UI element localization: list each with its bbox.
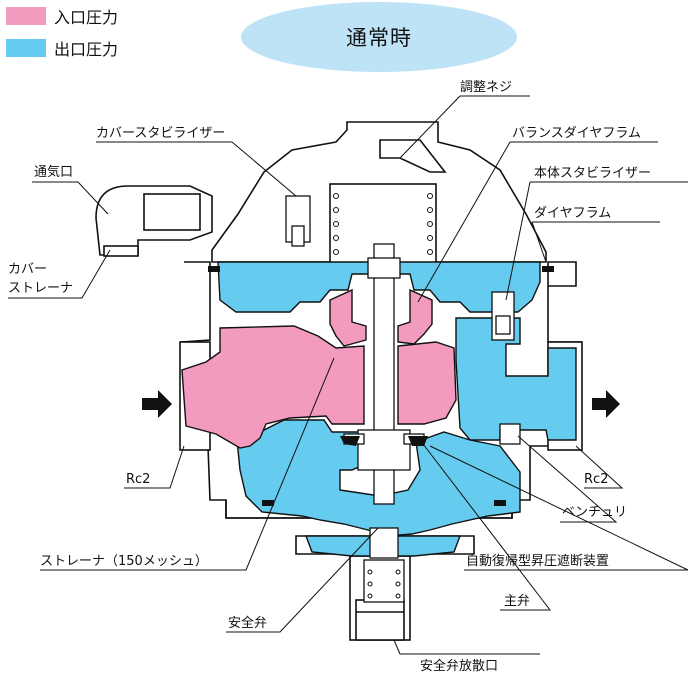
label-balance-diaphragm: バランスダイヤフラム <box>512 126 641 141</box>
label-auto-reset-cutoff: 自動復帰型昇圧遮断装置 <box>466 553 609 569</box>
label-rc2-left: Rc2 <box>126 472 150 487</box>
label-strainer-150: ストレーナ（150メッシュ） <box>40 554 208 569</box>
flow-arrows <box>142 390 620 418</box>
label-safety-valve: 安全弁 <box>228 615 267 631</box>
label-adjust-screw: 調整ネジ <box>460 80 512 95</box>
legend-inlet-swatch <box>6 7 46 25</box>
page-title: 通常時 <box>346 26 412 50</box>
label-rc2-right: Rc2 <box>584 472 608 487</box>
label-cover-strainer-1: カバー <box>8 262 47 277</box>
label-main-valve: 主弁 <box>504 594 530 609</box>
legend-outlet-label: 出口圧力 <box>54 40 119 59</box>
label-safety-valve-outlet: 安全弁放散口 <box>420 658 498 674</box>
callout-labels: 調整ネジ カバースタビライザー バランスダイヤフラム 通気口 本体スタビライザー… <box>8 80 651 674</box>
legend-outlet-swatch <box>6 39 46 57</box>
spring-coils <box>333 193 433 599</box>
leader-lines <box>8 95 689 655</box>
title-bubble: 通常時 <box>241 2 517 72</box>
inlet-pressure-regions <box>181 288 457 449</box>
outlet-pressure-regions <box>217 261 577 557</box>
legend-inlet: 入口圧力 <box>6 4 118 28</box>
label-body-stabilizer: 本体スタビライザー <box>534 166 651 181</box>
label-cover-stabilizer: カバースタビライザー <box>96 126 225 141</box>
label-cover-strainer-2: ストレーナ <box>8 281 73 296</box>
label-venturi: ベンチュリ <box>562 505 627 520</box>
legend-inlet-label: 入口圧力 <box>54 8 119 27</box>
label-diaphragm: ダイヤフラム <box>534 206 611 221</box>
inlet-arrow-icon <box>142 390 172 418</box>
label-vent: 通気口 <box>34 164 73 180</box>
outlet-arrow-icon <box>592 390 620 418</box>
legend-outlet: 出口圧力 <box>6 36 118 60</box>
